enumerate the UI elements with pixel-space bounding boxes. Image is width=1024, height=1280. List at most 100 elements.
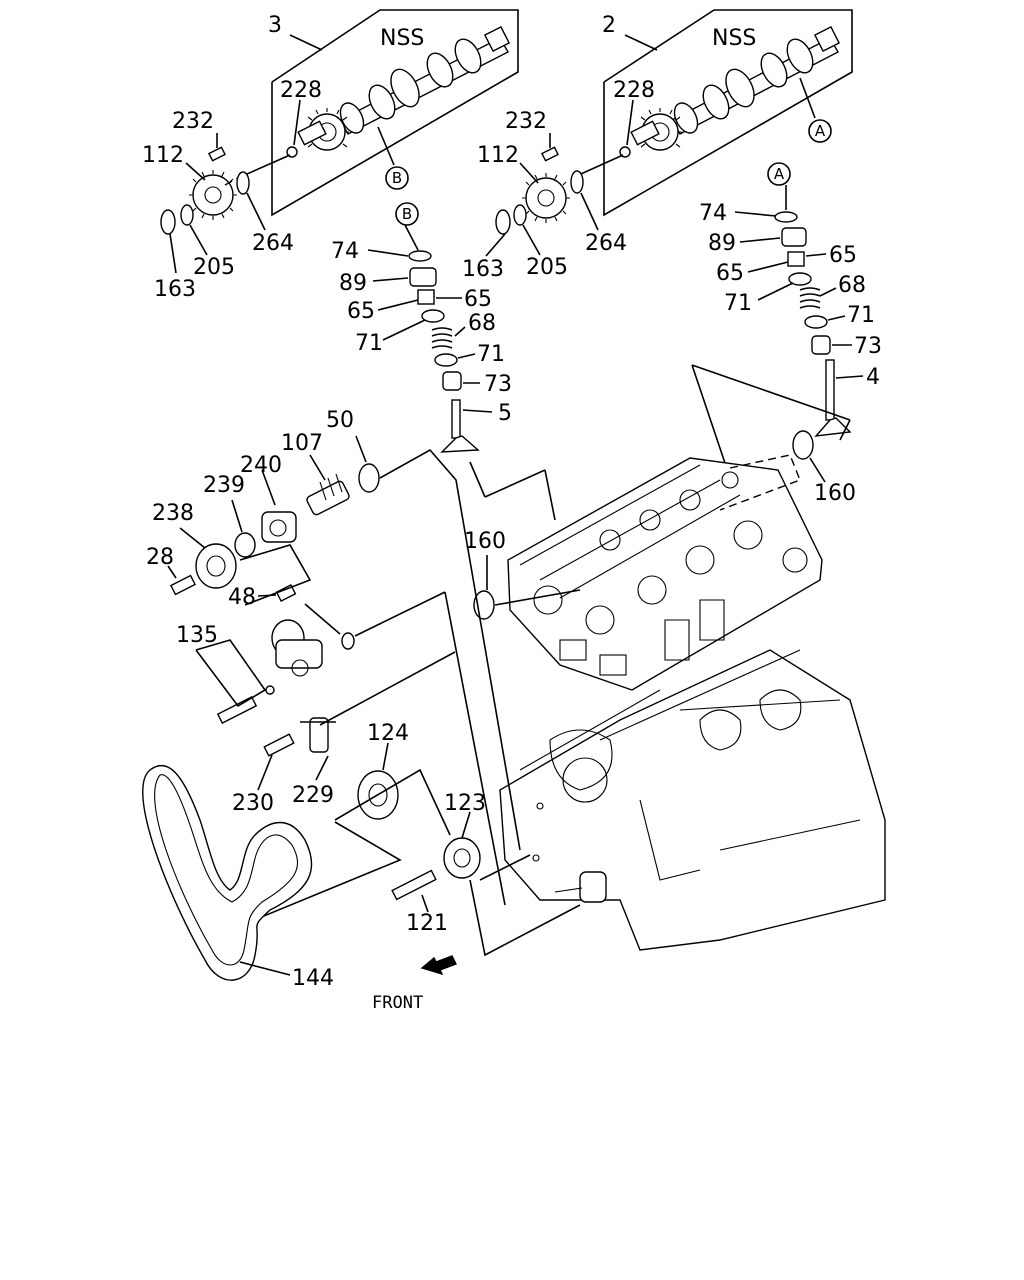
- label-240: 240: [240, 453, 282, 478]
- rv-73-seal: [811, 335, 831, 355]
- callout-b-mid-valve-text: B: [402, 205, 412, 223]
- label-123: 123: [444, 791, 486, 816]
- mid-71-retainer: [421, 309, 445, 323]
- label-124: 124: [367, 721, 409, 746]
- engine-block: [499, 649, 886, 951]
- label-l-163: 163: [154, 277, 196, 302]
- seal-160-right: [792, 430, 814, 460]
- middle-valve-stack: [367, 224, 556, 521]
- right-cam-gear: [630, 108, 682, 151]
- part-144-timing-belt: [142, 764, 313, 981]
- part-121-bolt: [391, 869, 437, 901]
- label-mid-89: 89: [339, 271, 367, 296]
- leader-l-205: [189, 224, 208, 256]
- label-r-228: 228: [613, 78, 655, 103]
- label-r-163: 163: [462, 257, 504, 282]
- part-230-bolt: [263, 733, 295, 757]
- label-135: 135: [176, 623, 218, 648]
- label-mid-5: 5: [498, 401, 512, 426]
- callout-a-right-cam-text: A: [815, 122, 826, 140]
- mid-89-tappet: [409, 267, 437, 287]
- part-50-oring: [358, 463, 380, 493]
- label-nss-right: NSS: [712, 26, 756, 51]
- label-160-left: 160: [464, 529, 506, 554]
- label-asm-3: 3: [268, 13, 282, 38]
- leader-l-264: [246, 192, 266, 231]
- callout-b-left-cam: [385, 166, 409, 190]
- label-144: 144: [292, 966, 334, 991]
- label-229: 229: [292, 783, 334, 808]
- label-107: 107: [281, 431, 323, 456]
- callout-b-mid-valve: [395, 202, 419, 226]
- leader-r-228: [626, 99, 634, 146]
- left-cam-gear: [297, 108, 349, 151]
- label-rv-89: 89: [708, 231, 736, 256]
- right-camshaft-assembly: [485, 9, 853, 257]
- front-arrow-icon: [420, 955, 457, 976]
- leader-3: [289, 34, 323, 51]
- label-rv-74: 74: [699, 201, 727, 226]
- part-48-bolt: [275, 583, 297, 603]
- callout-b-left-cam-text: B: [392, 169, 402, 187]
- label-asm-2: 2: [602, 13, 616, 38]
- label-239: 239: [203, 473, 245, 498]
- label-mid-65b: 65: [464, 287, 492, 312]
- leader-r-112: [519, 162, 539, 184]
- mid-68-spring: [431, 327, 453, 349]
- part-28-bolt: [169, 574, 197, 596]
- crank-nose: [579, 871, 607, 903]
- label-rv-73: 73: [854, 334, 882, 359]
- leader-l-112: [185, 162, 206, 181]
- part-107-shaft: [306, 473, 350, 516]
- mid-73-seal: [442, 371, 462, 391]
- right-232-pin: [541, 146, 559, 162]
- left-camshaft-assembly: [160, 9, 519, 274]
- label-rv-4: 4: [866, 365, 880, 390]
- label-r-232: 232: [505, 109, 547, 134]
- left-camshaft: [339, 25, 511, 135]
- label-front: FRONT: [372, 993, 423, 1013]
- rv-4-valve: [814, 359, 852, 437]
- part-123-idler: [443, 837, 481, 879]
- right-264-snapring: [570, 170, 584, 194]
- cylinder-head: [507, 454, 823, 691]
- label-160-right: 160: [814, 481, 856, 506]
- left-264-snapring: [236, 171, 250, 195]
- part-240-housing: [261, 511, 297, 543]
- leader-a-right-cam: [799, 77, 816, 119]
- label-mid-71b: 71: [477, 342, 505, 367]
- rv-71-seat: [804, 315, 828, 329]
- callout-a-right-cam: [808, 119, 832, 143]
- label-238: 238: [152, 501, 194, 526]
- right-camshaft: [671, 25, 841, 135]
- mid-5-valve: [440, 399, 480, 453]
- label-l-205: 205: [193, 255, 235, 280]
- leader-l-163: [169, 233, 177, 274]
- label-rv-71a: 71: [724, 291, 752, 316]
- left-163-oring: [160, 209, 176, 235]
- label-mid-71a: 71: [355, 331, 383, 356]
- leader-b-left: [377, 126, 395, 166]
- rv-68-spring: [799, 287, 821, 309]
- rv-89-tappet: [781, 227, 807, 247]
- label-r-264: 264: [585, 231, 627, 256]
- label-nss-left: NSS: [380, 26, 424, 51]
- label-rv-68: 68: [838, 273, 866, 298]
- label-230: 230: [232, 791, 274, 816]
- leader-r-264: [580, 192, 599, 231]
- mid-71-seat: [434, 353, 458, 367]
- right-112-sprocket: [522, 173, 570, 223]
- label-r-112: 112: [477, 143, 519, 168]
- label-mid-65a: 65: [347, 299, 375, 324]
- part-135-tensioner: [271, 619, 323, 677]
- rv-71-retainer: [788, 272, 812, 286]
- leader-2: [624, 34, 658, 51]
- mid-74-shim: [408, 250, 432, 262]
- label-mid-68: 68: [468, 311, 496, 336]
- label-48: 48: [228, 585, 256, 610]
- leader-r-205: [522, 224, 541, 256]
- label-mid-73: 73: [484, 372, 512, 397]
- callout-a-right-valve-text: A: [774, 165, 785, 183]
